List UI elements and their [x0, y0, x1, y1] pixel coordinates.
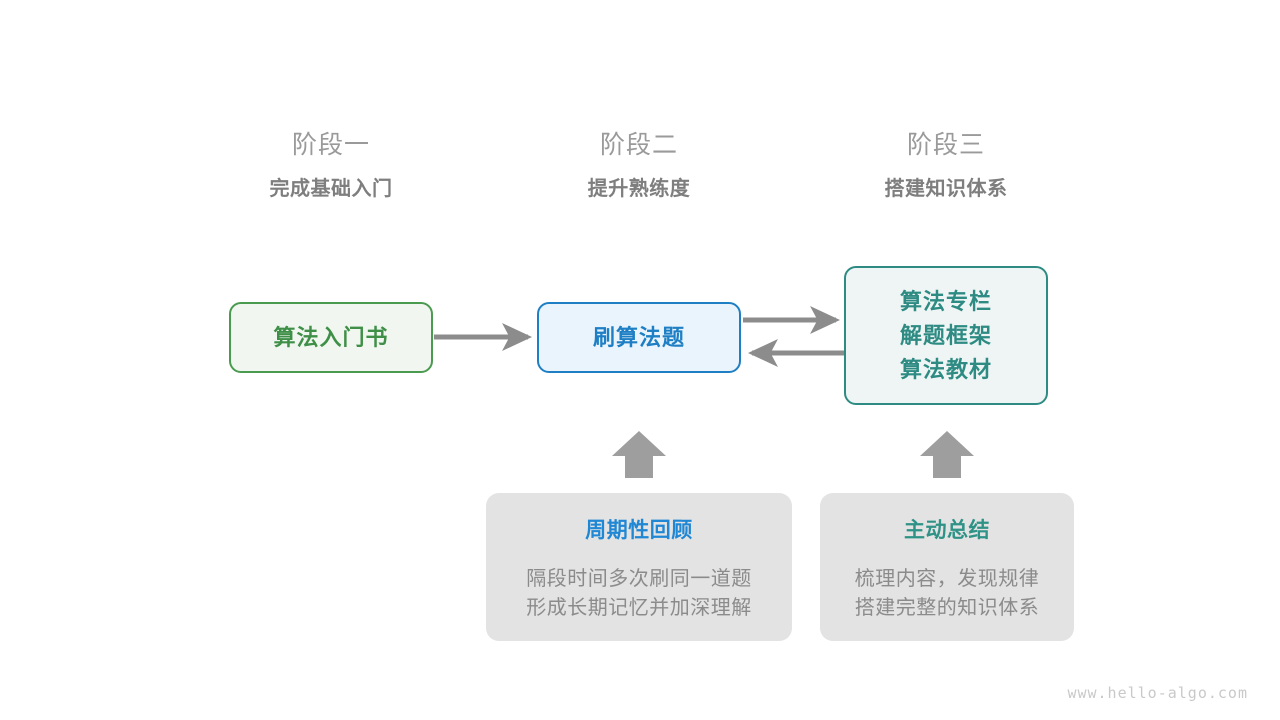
stage-header-3: 阶段三 搭建知识体系	[816, 128, 1076, 204]
node-resource-line-2: 解题框架	[899, 322, 992, 348]
arrow-summary-to-resources	[920, 431, 974, 478]
card-active-summary-body: 梳理内容，发现规律 搭建完整的知识体系	[855, 565, 1040, 623]
stage-3-title: 阶段三	[906, 131, 985, 159]
card-active-summary-body-line-1: 梳理内容，发现规律	[854, 568, 1040, 590]
node-algorithm-book-label: 算法入门书	[273, 324, 389, 350]
stage-3-subtitle: 搭建知识体系	[884, 178, 1008, 200]
stage-2-title: 阶段二	[599, 131, 678, 159]
card-periodic-review-body-line-2: 形成长期记忆并加深理解	[526, 597, 752, 619]
card-active-summary[interactable]: 主动总结 梳理内容，发现规律 搭建完整的知识体系	[820, 493, 1074, 641]
node-practice-problems-label: 刷算法题	[592, 324, 685, 350]
stage-header-1: 阶段一 完成基础入门	[201, 128, 461, 204]
stage-1-subtitle: 完成基础入门	[269, 178, 393, 200]
card-periodic-review-body-line-1: 隔段时间多次刷同一道题	[526, 568, 752, 590]
site-watermark: www.hello-algo.com	[1067, 684, 1248, 702]
node-practice-problems[interactable]: 刷算法题	[537, 302, 741, 373]
stage-1-title: 阶段一	[291, 131, 370, 159]
card-active-summary-title: 主动总结	[904, 519, 990, 542]
card-periodic-review-title: 周期性回顾	[585, 519, 693, 542]
stage-2-subtitle: 提升熟练度	[587, 178, 691, 200]
node-algorithm-book[interactable]: 算法入门书	[229, 302, 433, 373]
stage-header-2: 阶段二 提升熟练度	[509, 128, 769, 204]
node-resource-line-1: 算法专栏	[899, 288, 992, 314]
card-active-summary-body-line-2: 搭建完整的知识体系	[854, 597, 1040, 619]
card-periodic-review-body: 隔段时间多次刷同一道题 形成长期记忆并加深理解	[526, 565, 752, 623]
card-periodic-review[interactable]: 周期性回顾 隔段时间多次刷同一道题 形成长期记忆并加深理解	[486, 493, 792, 641]
arrow-review-to-practice	[612, 431, 666, 478]
node-resource-line-3: 算法教材	[899, 356, 992, 382]
node-knowledge-resources[interactable]: 算法专栏 解题框架 算法教材	[844, 266, 1048, 405]
